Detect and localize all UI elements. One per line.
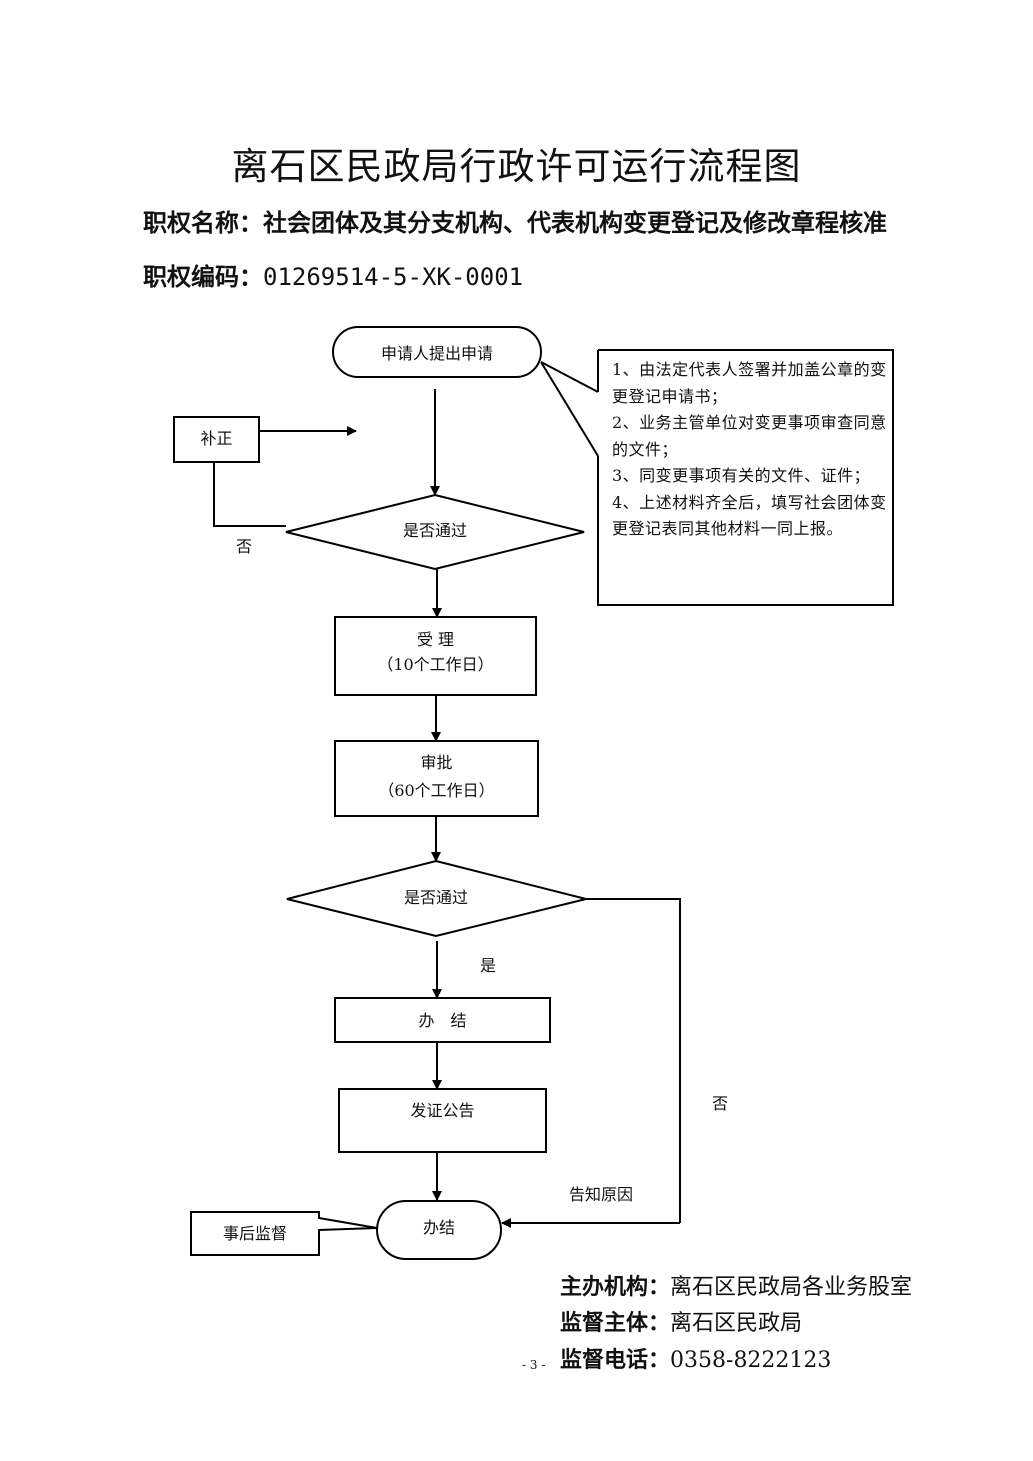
complete-label: 办 结 [418, 1011, 467, 1030]
accept-title: 受 理 [416, 630, 455, 649]
note-callout-pointer [540, 361, 599, 457]
start-terminal [332, 326, 542, 378]
note-line: 3、同变更事项有关的文件、证件； [612, 466, 871, 485]
authority-name: 职权名称：社会团体及其分支机构、代表机构变更登记及修改章程核准 [143, 203, 887, 238]
footer-host: 主办机构：离石区民政局各业务股室 [560, 1269, 912, 1301]
decision2-label: 是否通过 [403, 888, 468, 907]
authority-name-label: 职权名称： [143, 209, 263, 237]
supervisor-label: 监督主体： [560, 1311, 671, 1336]
end-label: 办结 [422, 1218, 455, 1237]
inform-reason-label: 告知原因 [568, 1185, 633, 1204]
certificate-label: 发证公告 [410, 1101, 475, 1120]
host-value: 离石区民政局各业务股室 [670, 1275, 913, 1300]
supervision-label: 事后监督 [222, 1224, 287, 1243]
end-terminal [376, 1200, 502, 1260]
correct-box [173, 416, 260, 463]
page-number: - 3 - [522, 1358, 546, 1372]
footer-phone: 监督电话：0358-8222123 [560, 1342, 831, 1374]
note-box [597, 349, 894, 606]
correct-label: 补正 [200, 429, 233, 448]
no-branch-line [586, 898, 681, 1223]
complete-box [334, 997, 551, 1043]
certificate-box [338, 1088, 547, 1153]
authority-code-label: 职权编码： [143, 263, 263, 291]
decision1-label: 是否通过 [402, 521, 467, 540]
requirements-note: 1、由法定代表人签署并加盖公章的变更登记申请书； 2、业务主管单位对变更事项审查… [612, 357, 888, 543]
note-line: 1、由法定代表人签署并加盖公章的变更登记申请书； [612, 360, 887, 406]
accept-days: （10个工作日） [377, 655, 494, 674]
decision2-diamond [286, 859, 587, 938]
footer-supervisor: 监督主体：离石区民政局 [560, 1305, 802, 1337]
approve-days: （60个工作日） [378, 781, 495, 800]
decision1-diamond [285, 493, 585, 571]
supervision-box [190, 1211, 378, 1256]
phone-value: 0358-8222123 [670, 1348, 832, 1373]
approve-title: 审批 [420, 753, 453, 772]
host-label: 主办机构： [560, 1275, 671, 1300]
supervisor-value: 离石区民政局 [670, 1311, 803, 1336]
no-label-1: 否 [235, 537, 252, 556]
no-label-2: 否 [711, 1094, 728, 1113]
note-line: 4、上述材料齐全后，填写社会团体变更登记表同其他材料一同上报。 [612, 492, 887, 539]
no-return-line [213, 462, 286, 527]
yes-label: 是 [479, 956, 496, 975]
page-title: 离石区民政局行政许可运行流程图 [231, 145, 802, 188]
authority-code-value: 01269514-5-XK-0001 [263, 263, 524, 291]
authority-name-value: 社会团体及其分支机构、代表机构变更登记及修改章程核准 [263, 209, 887, 237]
note-line: 2、业务主管单位对变更事项审查同意的文件； [612, 413, 887, 459]
start-label: 申请人提出申请 [380, 344, 493, 363]
authority-code: 职权编码：01269514-5-XK-0001 [143, 257, 523, 292]
phone-label: 监督电话： [560, 1348, 671, 1373]
